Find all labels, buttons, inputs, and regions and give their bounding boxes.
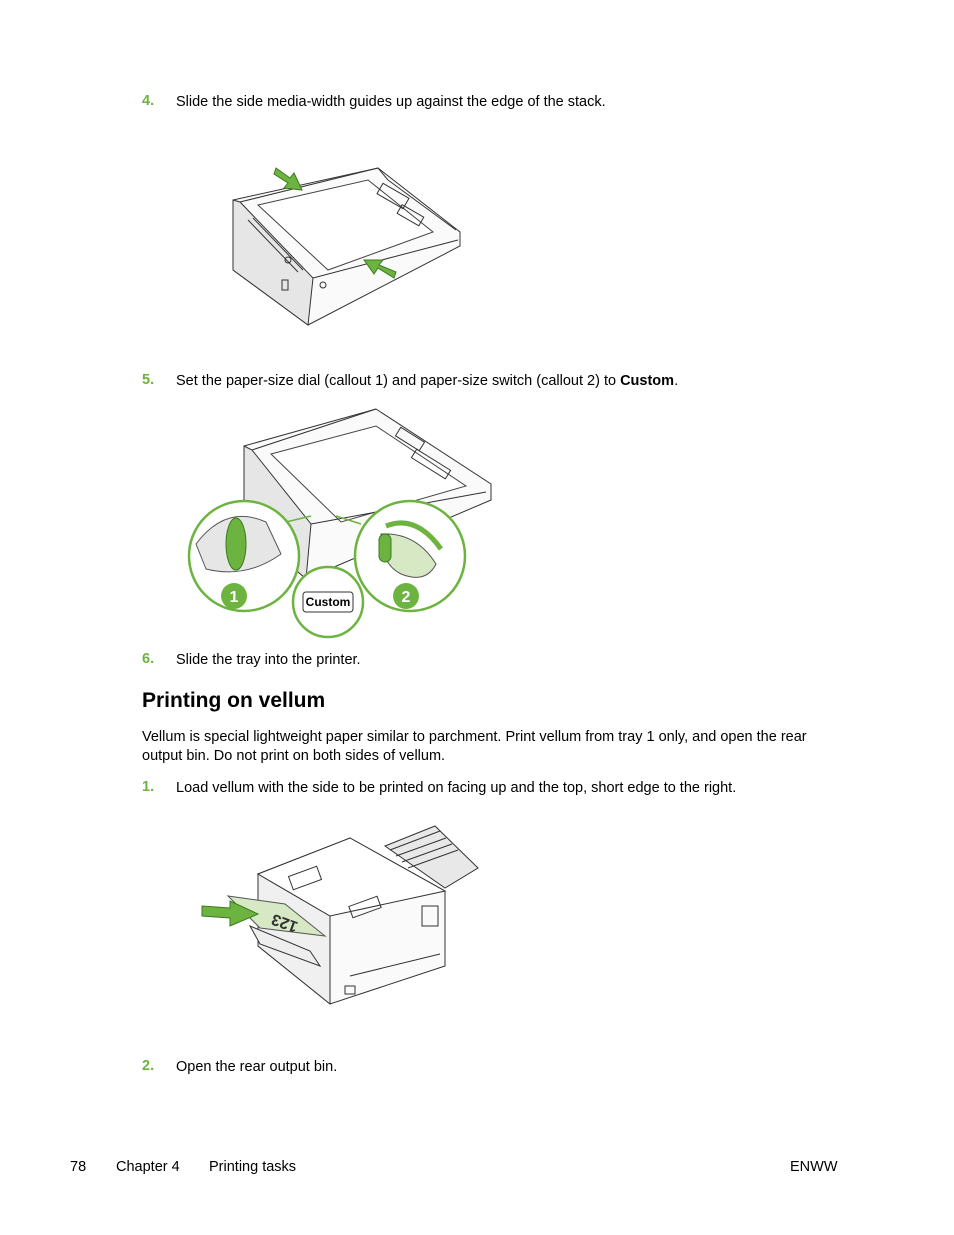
printer-vellum-figure: 123: [201, 825, 479, 1006]
dial-label: Custom: [306, 595, 351, 609]
step-5-text-bold: Custom: [620, 373, 675, 389]
step-4-text: Slide the side media-width guides up aga…: [176, 94, 606, 110]
tray-guides-figure: [232, 167, 461, 326]
step-5-text: Set the paper-size dial (callout 1) and …: [176, 372, 678, 390]
step-6-number: 6.: [142, 651, 155, 667]
step-5-text-after: .: [674, 373, 679, 389]
section-intro: Vellum is special lightweight paper simi…: [142, 729, 807, 764]
step-5-text-before: Set the paper-size dial (callout 1) and …: [176, 373, 621, 389]
callout-1-label: 1: [230, 589, 239, 606]
footer-edition: ENWW: [790, 1159, 838, 1175]
vellum-step-2-number: 2.: [142, 1058, 155, 1074]
step-5-number: 5.: [142, 372, 155, 388]
paper-size-dial-figure: Custom 1 2: [187, 408, 492, 639]
vellum-step-1-text: Load vellum with the side to be printed …: [176, 780, 737, 796]
section-heading: Printing on vellum: [142, 689, 326, 712]
step-4-number: 4.: [142, 93, 155, 109]
footer-page-number: 78: [70, 1159, 87, 1175]
step-6-text: Slide the tray into the printer.: [176, 652, 361, 668]
footer-chapter: Chapter 4: [116, 1159, 180, 1175]
vellum-step-1-number: 1.: [142, 779, 155, 795]
footer-chapter-title: Printing tasks: [209, 1159, 297, 1175]
callout-2-label: 2: [402, 589, 411, 606]
vellum-step-2-text: Open the rear output bin.: [176, 1059, 338, 1075]
